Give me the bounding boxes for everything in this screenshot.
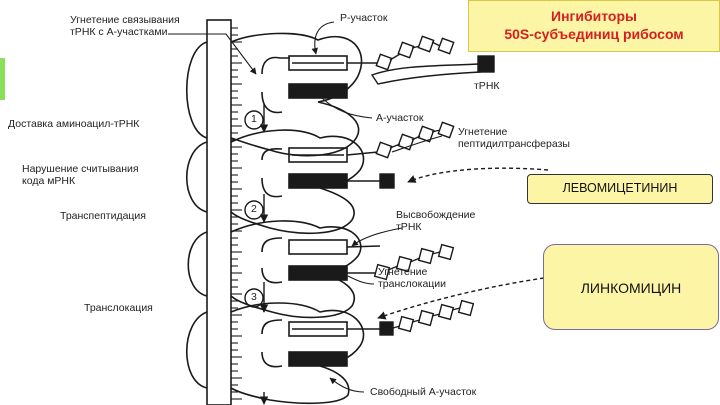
mrna-strand	[206, 19, 242, 405]
label-p-site: Р-участок	[340, 12, 388, 24]
label-transpeptidation: Транспептидация	[60, 210, 146, 222]
peptide-chain-3	[346, 243, 455, 281]
label-trna: тРНК	[474, 80, 500, 92]
title-line-2: 50S-субъединиц рибосом	[504, 26, 684, 42]
label-misreading: Нарушение считывания кода мРНК	[22, 163, 139, 187]
title-box: Ингибиторы 50S-субъединиц рибосом	[468, 0, 720, 52]
pointer-lines	[168, 21, 443, 393]
label-a-site: А-участок	[376, 112, 424, 124]
drug-levomycetin-box: ЛЕВОМИЦЕТИНИН	[527, 174, 713, 204]
ribosome-3	[187, 220, 362, 319]
green-edge-decoration	[0, 58, 5, 100]
drug-lincomycin-box: ЛИНКОМИЦИН	[543, 244, 719, 330]
label-translocation: Транслокация	[84, 302, 153, 314]
step-arrows	[244, 104, 269, 405]
label-inhibit-translocation: Угнетение транслокации	[378, 266, 447, 290]
ribosome-2	[186, 129, 365, 235]
label-trna-release: Высвобождение тРНК	[396, 209, 476, 233]
label-inhibit-ptf: Угнетение пептидилтрансферазы	[458, 126, 570, 150]
peptide-chain-2	[346, 121, 455, 189]
peptide-chain-4	[347, 299, 475, 336]
label-aminoacyl-delivery: Доставка аминоацил-тРНК	[8, 118, 140, 130]
peptide-chain-1	[347, 35, 495, 85]
step-3: 3	[251, 291, 257, 303]
title-line-1: Ингибиторы	[551, 8, 637, 24]
label-free-a-site: Свободный А-участок	[370, 386, 477, 398]
inhibitor-arrows	[377, 167, 549, 320]
step-2: 2	[251, 203, 257, 215]
ribosome-1	[185, 32, 363, 157]
step-1: 1	[251, 113, 257, 125]
ribosome-4	[186, 302, 365, 405]
label-inhibit-binding: Угнетение связывания тРНК с А-участками	[70, 14, 180, 38]
